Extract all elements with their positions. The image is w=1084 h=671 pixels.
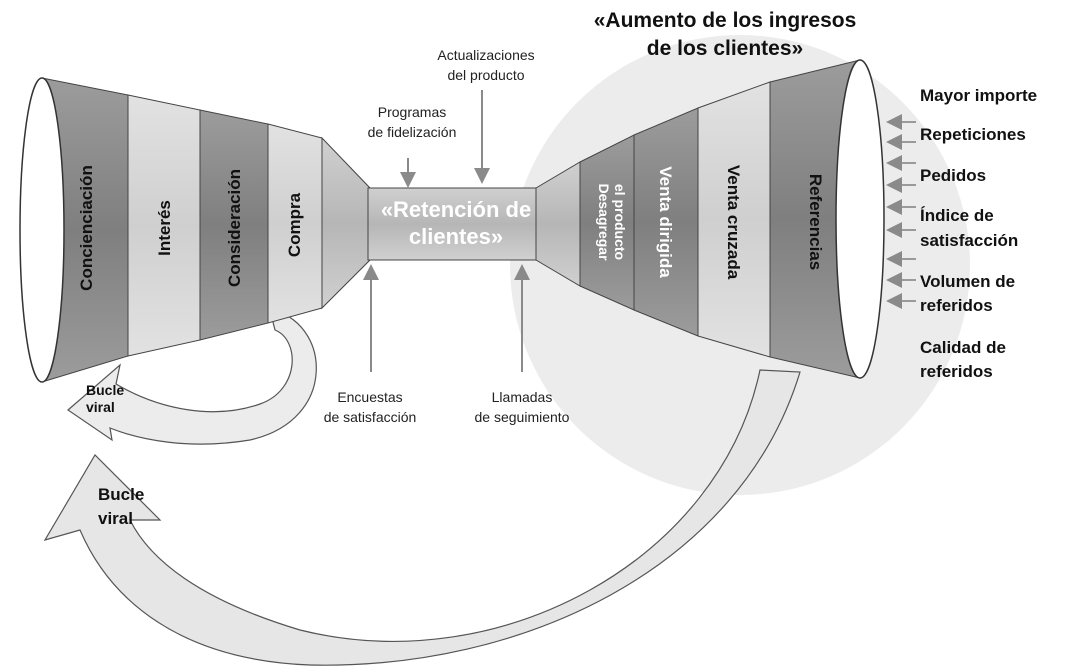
metric-repeticiones: Repeticiones [920,125,1026,144]
metric-pedidos: Pedidos [920,166,986,185]
metric-indice-line2: satisfacción [920,231,1018,250]
viral-loop-large-line2: viral [98,509,133,528]
retention-neck [367,187,539,261]
annotation-actualizaciones-line1: Actualizaciones [437,47,534,63]
label-consideracion: Consideración [225,169,244,287]
label-compra: Compra [285,192,304,257]
metric-calidad-line1: Calidad de [920,338,1006,357]
title-line1: «Aumento de los ingresos [594,9,857,32]
viral-loop-small-line1: Bucle [86,382,124,398]
retention-label-line1: «Retención de [381,197,531,222]
left-funnel-mouth [19,77,65,383]
label-venta-cruzada: Venta cruzada [724,165,743,280]
metric-calidad-line2: referidos [920,362,993,381]
metric-volumen-line2: referidos [920,296,993,315]
metric-arrows [886,114,916,309]
metric-mayor-importe: Mayor importe [920,86,1037,105]
funnel-band-taper [321,136,371,310]
metric-volumen-line1: Volumen de [920,272,1015,291]
viral-loop-small-arrow [67,309,317,445]
label-desagregar-line1: Desagregar [596,183,612,261]
annotation-encuestas-line2: de satisfacción [324,409,417,425]
annotation-actualizaciones-line2: del producto [447,67,524,83]
label-concienciacion: Concienciación [77,165,96,291]
label-venta-dirigida: Venta dirigida [656,166,675,278]
annotation-encuestas-line1: Encuestas [337,389,402,405]
annotation-llamadas-line1: Llamadas [492,389,553,405]
label-desagregar-line2: el producto [612,184,628,260]
right-funnel-mouth [835,59,885,379]
annotation-llamadas-line2: de seguimiento [475,409,570,425]
title-line2: de los clientes» [647,37,803,60]
label-referencias: Referencias [806,174,825,270]
viral-loop-large-arrow [43,369,801,666]
annotation-programas-line2: de fidelización [368,124,457,140]
label-interes: Interés [155,200,174,256]
annotation-programas-line1: Programas [378,104,446,120]
metric-indice-line1: Índice de [920,206,994,225]
viral-loop-large-line1: Bucle [98,485,144,504]
viral-loop-small-line2: viral [86,399,115,415]
retention-label-line2: clientes» [409,224,503,249]
